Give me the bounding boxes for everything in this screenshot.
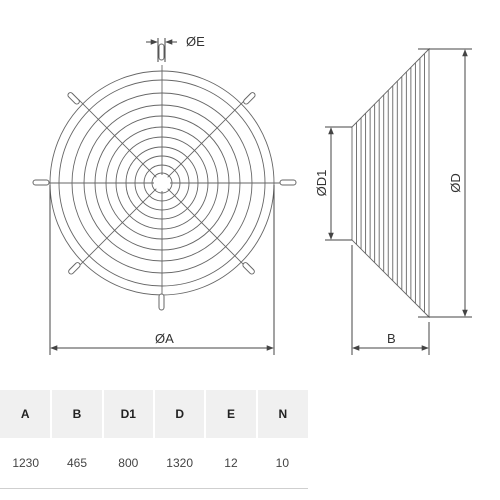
side-view [351, 47, 430, 319]
guard-spoke [78, 188, 157, 267]
header-e: E [205, 390, 258, 438]
value-d: 1320 [153, 438, 206, 489]
header-b: B [51, 390, 104, 438]
spec-table-row: 1230 465 800 1320 12 10 [0, 438, 308, 489]
value-e: 12 [205, 438, 257, 489]
guard-spoke [167, 99, 246, 178]
front-view [32, 43, 297, 311]
label-dim-d: ØD [448, 173, 463, 193]
guard-spokes [44, 65, 280, 301]
dimension-d [418, 48, 472, 318]
header-d1: D1 [102, 390, 155, 438]
spec-table: A B D1 D E N 1230 465 800 1320 12 10 [0, 390, 308, 489]
value-a: 1230 [0, 438, 52, 489]
guard-spoke [78, 99, 157, 178]
dimension-b [351, 245, 430, 355]
cone-wires [356, 53, 425, 313]
header-n: N [256, 390, 308, 438]
dimension-a [49, 185, 275, 355]
header-a: A [0, 390, 53, 438]
header-d: D [153, 390, 207, 438]
value-d1: 800 [102, 438, 154, 489]
guard-spoke [167, 188, 246, 267]
value-n: 10 [256, 438, 308, 489]
dimension-d1 [325, 126, 352, 241]
fan-guard-drawing: ØE ØA ØD1 ØD B [32, 34, 472, 355]
label-dim-b: B [387, 331, 396, 346]
label-dim-e: ØE [186, 34, 205, 49]
label-dim-a: ØA [155, 331, 174, 346]
dimension-e [146, 38, 177, 62]
value-b: 465 [51, 438, 103, 489]
mounting-lugs [32, 43, 297, 311]
spec-table-header-row: A B D1 D E N [0, 390, 308, 438]
label-dim-d1: ØD1 [314, 170, 329, 197]
